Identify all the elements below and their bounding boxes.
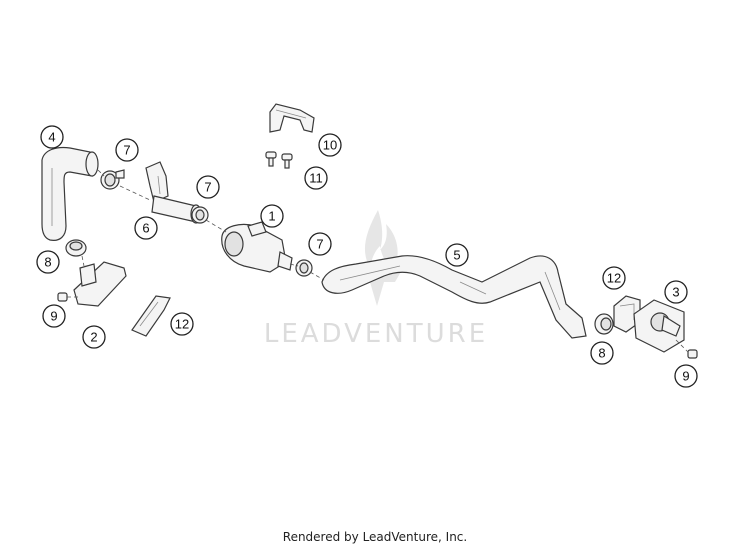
callout-3: 3	[664, 280, 688, 304]
part-8-cap-right	[594, 313, 614, 335]
leader-line	[309, 271, 325, 281]
callout-4: 4	[40, 125, 64, 149]
part-12-gasket-left	[131, 295, 171, 337]
part-2-flange-plate	[73, 261, 127, 307]
leader-line	[119, 185, 151, 201]
svg-text:6: 6	[142, 221, 149, 236]
part-10-bracket	[269, 103, 315, 133]
callout-11: 11	[304, 166, 328, 190]
callout-8-left: 8	[36, 250, 60, 274]
callout-7-right: 7	[308, 232, 332, 256]
callout-8-right: 8	[590, 341, 614, 365]
watermark-text: LEADVENTURE	[264, 319, 488, 349]
part-7-clamp-middle	[191, 206, 209, 224]
part-11-screws	[265, 151, 293, 169]
callout-10: 10	[318, 133, 342, 157]
part-8-cap-left	[65, 239, 87, 257]
footer-credit: Rendered by LeadVenture, Inc.	[282, 530, 468, 544]
callout-9-right: 9	[674, 364, 698, 388]
callout-5: 5	[445, 243, 469, 267]
svg-text:8: 8	[44, 255, 51, 270]
svg-text:10: 10	[323, 138, 337, 153]
svg-text:7: 7	[204, 180, 211, 195]
callout-9-left: 9	[42, 304, 66, 328]
svg-text:9: 9	[682, 369, 689, 384]
svg-text:1: 1	[268, 209, 275, 224]
part-9-bolt-left	[57, 292, 80, 302]
part-3-flange-plate	[633, 299, 685, 353]
svg-text:5: 5	[453, 248, 460, 263]
leader-line	[289, 263, 299, 267]
part-4-elbow-hose	[41, 146, 99, 241]
svg-text:2: 2	[90, 330, 97, 345]
leader-line	[205, 219, 227, 233]
part-7-clamp-left	[100, 169, 125, 190]
leader-line	[81, 255, 85, 267]
leader-line	[97, 169, 105, 177]
svg-text:9: 9	[50, 309, 57, 324]
callout-12-right: 12	[602, 266, 626, 290]
svg-text:3: 3	[672, 285, 679, 300]
svg-text:11: 11	[309, 171, 323, 186]
part-9-bolt-right	[675, 339, 698, 359]
callout-7-middle: 7	[196, 175, 220, 199]
callout-6: 6	[134, 216, 158, 240]
svg-text:8: 8	[598, 346, 605, 361]
part-1-valve	[221, 221, 293, 273]
callout-12-left: 12	[170, 312, 194, 336]
callout-1: 1	[260, 204, 284, 228]
callout-7-left: 7	[115, 138, 139, 162]
part-5-long-hose	[321, 255, 587, 339]
svg-text:12: 12	[607, 271, 621, 286]
svg-text:7: 7	[316, 237, 323, 252]
callout-2: 2	[82, 325, 106, 349]
svg-text:7: 7	[123, 143, 130, 158]
svg-text:12: 12	[175, 317, 189, 332]
svg-text:4: 4	[48, 130, 55, 145]
part-7-clamp-right	[295, 259, 313, 277]
